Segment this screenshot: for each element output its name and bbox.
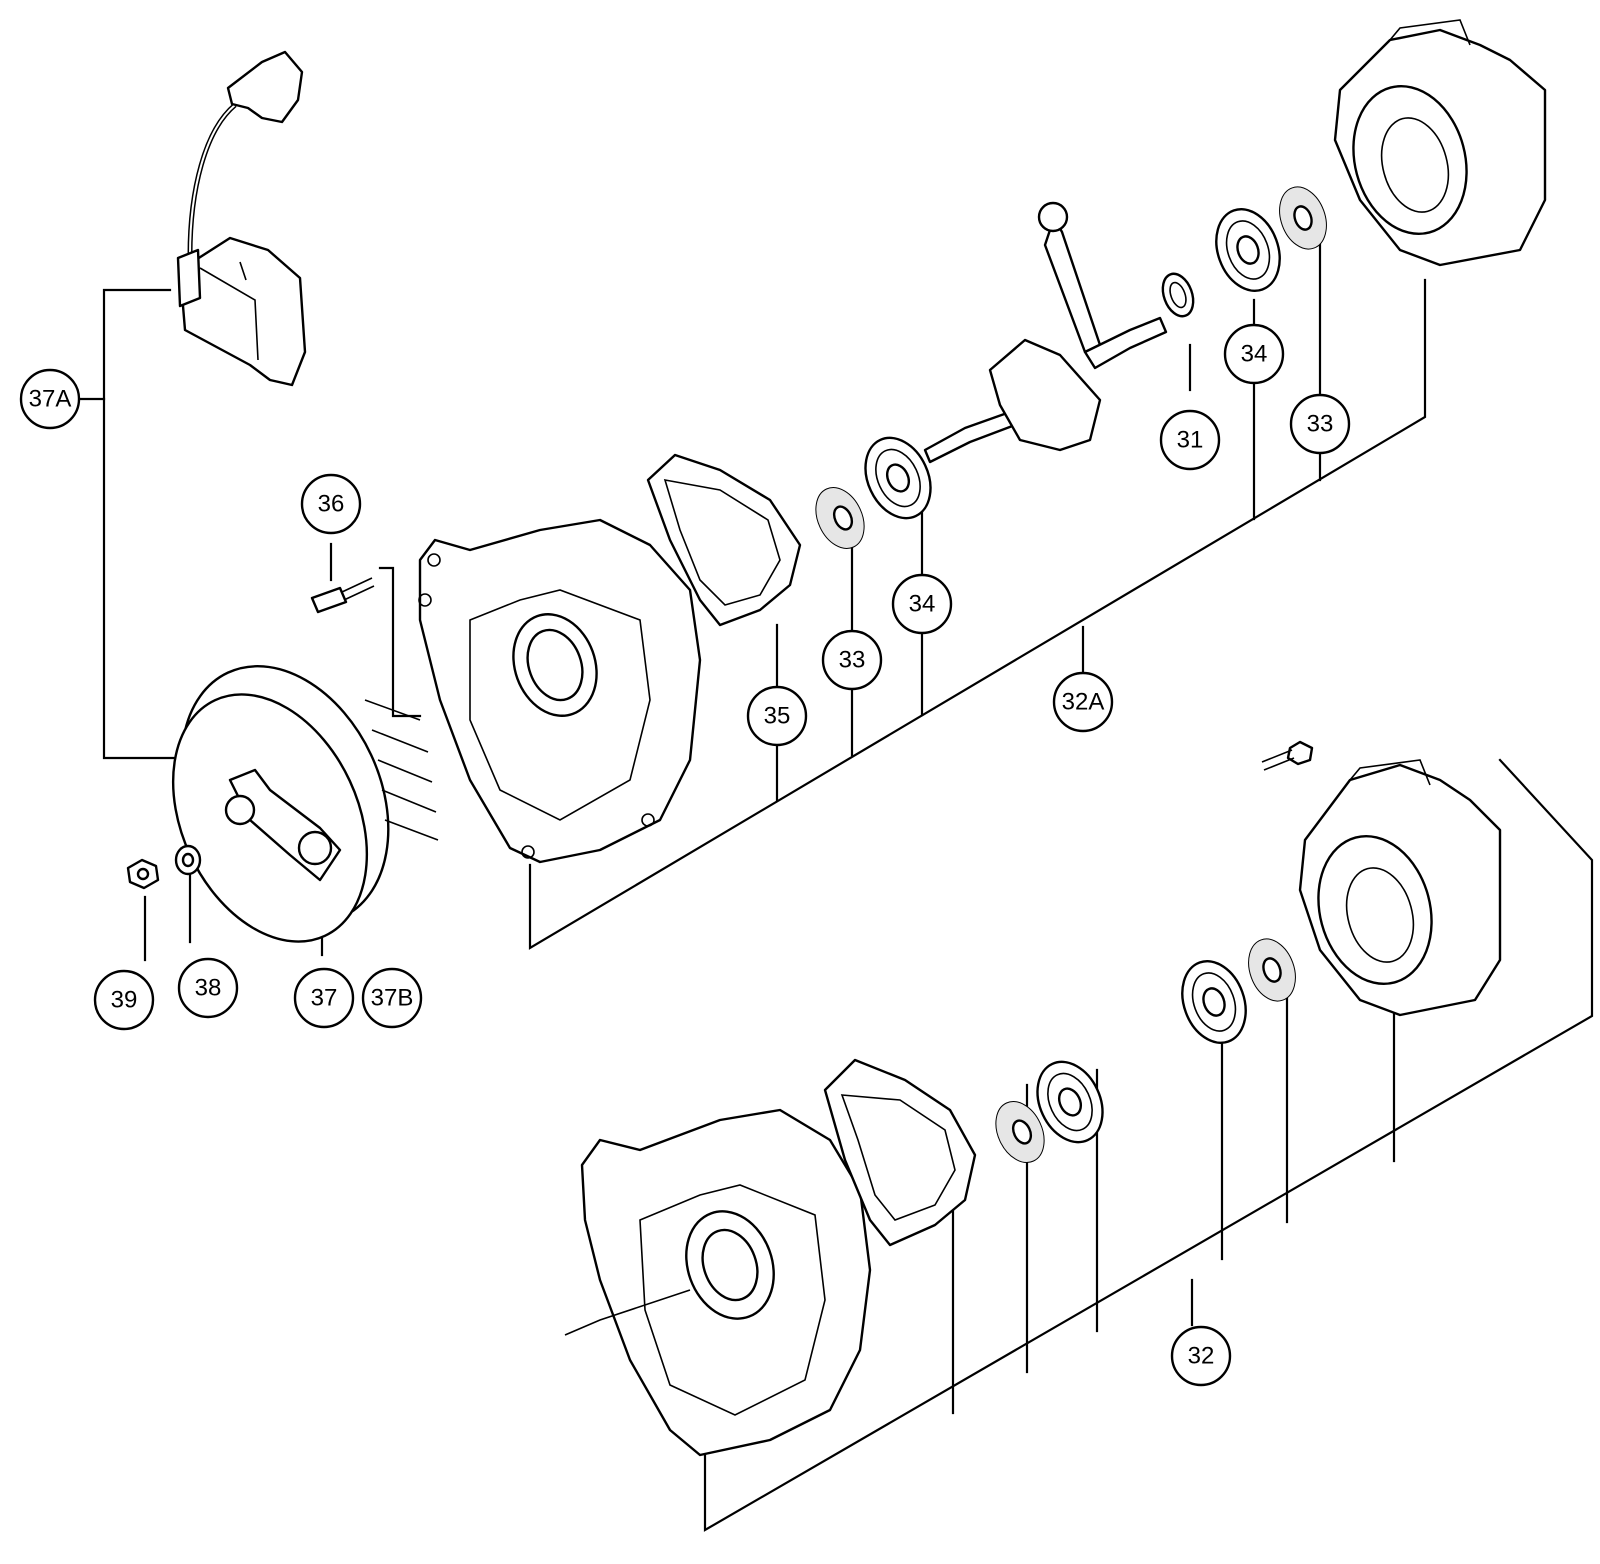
callout-33-upper-right: 33 bbox=[1289, 393, 1351, 455]
callout-36: 36 bbox=[300, 473, 362, 535]
callout-label: 39 bbox=[111, 987, 138, 1014]
crankcase-lower-left-part bbox=[564, 1108, 872, 1457]
callout-31: 31 bbox=[1159, 409, 1221, 471]
callout-label: 37A bbox=[29, 386, 72, 413]
nut-part bbox=[126, 858, 160, 890]
callout-label: 36 bbox=[318, 491, 345, 518]
screw-part bbox=[310, 577, 375, 614]
callout-label: 33 bbox=[839, 647, 866, 674]
callout-label: 34 bbox=[1241, 341, 1268, 368]
callout-32: 32 bbox=[1170, 1325, 1232, 1387]
seal-upper-right-part bbox=[1279, 186, 1327, 250]
callout-label: 37 bbox=[311, 985, 338, 1012]
callout-label: 37B bbox=[371, 985, 414, 1012]
callout-label: 32A bbox=[1062, 689, 1105, 716]
seal-upper-part bbox=[815, 487, 865, 549]
bolt-part bbox=[1261, 740, 1314, 771]
thrust-washer-part bbox=[1161, 272, 1195, 318]
callout-34-upper-right: 34 bbox=[1223, 323, 1285, 385]
crankcase-upper-right-part bbox=[1333, 19, 1547, 267]
washer-part bbox=[174, 844, 202, 876]
callout-label: 35 bbox=[764, 703, 791, 730]
seal-lower-right-part bbox=[1248, 938, 1296, 1002]
bearing-lower-part bbox=[1036, 1060, 1104, 1144]
callout-label: 38 bbox=[195, 975, 222, 1002]
callout-label: 31 bbox=[1177, 427, 1204, 454]
callout-label: 34 bbox=[909, 591, 936, 618]
callout-37: 37 bbox=[293, 967, 355, 1029]
leader-37A bbox=[102, 288, 194, 760]
leader-32A-baseline bbox=[528, 278, 1427, 950]
gasket-lower-part bbox=[823, 1058, 977, 1247]
ignition-coil-part bbox=[176, 50, 307, 387]
gasket-upper-part bbox=[646, 453, 802, 627]
callout-37A: 37A bbox=[19, 368, 81, 430]
callout-label: 32 bbox=[1188, 1343, 1215, 1370]
callout-37B: 37B bbox=[361, 967, 423, 1029]
callout-38: 38 bbox=[177, 957, 239, 1019]
crankshaft-part bbox=[923, 201, 1168, 464]
seal-lower-part bbox=[995, 1101, 1045, 1163]
bearing-lower-right-part bbox=[1181, 960, 1247, 1044]
leader-32-baseline bbox=[703, 758, 1594, 1532]
flywheel-part bbox=[171, 665, 439, 943]
bearing-upper-part bbox=[864, 436, 932, 520]
callout-39: 39 bbox=[93, 969, 155, 1031]
callout-34-upper-left: 34 bbox=[891, 573, 953, 635]
callout-32A: 32A bbox=[1052, 671, 1114, 733]
crankcase-lower-right-part bbox=[1298, 759, 1502, 1017]
callout-label: 33 bbox=[1307, 411, 1334, 438]
bearing-upper-right-part bbox=[1215, 208, 1281, 292]
callout-35: 35 bbox=[746, 685, 808, 747]
crankcase-upper-left-part bbox=[418, 518, 702, 864]
callout-33-upper-left: 33 bbox=[821, 629, 883, 691]
